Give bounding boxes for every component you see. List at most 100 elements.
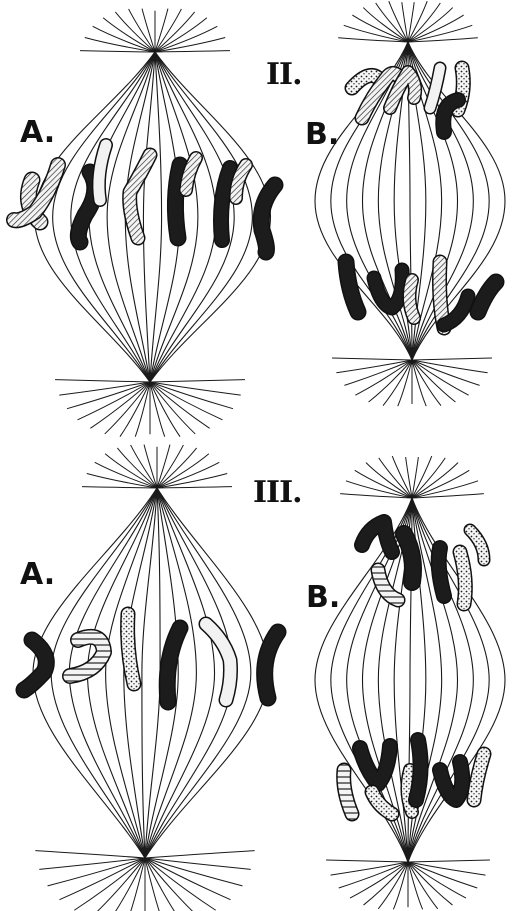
aster-ray <box>109 858 145 911</box>
chromosome-III-B-13 <box>474 754 484 800</box>
aster-ray <box>412 360 441 406</box>
spindle-fibre <box>53 52 155 382</box>
aster-ray <box>393 862 408 909</box>
aster-ray <box>352 15 408 42</box>
aster-ray <box>55 380 150 382</box>
aster-ray <box>157 462 219 488</box>
figure-II-label: II. <box>266 60 302 90</box>
aster-ray <box>150 382 165 437</box>
chromosome-body <box>186 158 196 190</box>
aster-ray <box>80 51 155 52</box>
chromosome-II-A-5 <box>130 155 150 238</box>
chromosome-III-B-5 <box>460 552 465 604</box>
figure-III-label: III. <box>253 478 302 508</box>
chromosome-III-B-3 <box>404 534 413 582</box>
chromosome-body <box>362 522 392 552</box>
chromosome-II-A-9 <box>236 165 246 198</box>
chromosome-II-A-10 <box>261 185 275 252</box>
aster-ray <box>332 358 412 360</box>
aster-ray <box>150 382 210 428</box>
chromosome-II-B-9 <box>409 280 414 318</box>
aster-ray <box>95 462 157 488</box>
aster-ray <box>145 858 251 869</box>
chromosome-III-A-3 <box>128 614 134 684</box>
aster-ray <box>155 26 217 52</box>
aster-II-A-top <box>80 9 230 52</box>
aster-ray <box>378 862 408 909</box>
aster-III-A-bot <box>35 851 254 911</box>
chromosome-II-A-4 <box>99 145 106 200</box>
chromosome-body <box>374 270 402 308</box>
chromosome-III-B-6 <box>470 530 484 560</box>
aster-ray <box>155 51 230 52</box>
aster-ray <box>339 862 408 888</box>
chromosome-body <box>460 552 465 604</box>
aster-ray <box>383 360 412 406</box>
chromosome-II-A-6 <box>175 165 180 238</box>
aster-ray <box>412 360 488 373</box>
figure-II-B-label: B. <box>305 120 339 150</box>
chromosome-II-B-4 <box>430 68 440 108</box>
chromosome-body <box>128 614 134 684</box>
aster-ray <box>35 851 145 858</box>
chromosome-II-A-8 <box>221 168 230 240</box>
aster-ray <box>145 851 255 858</box>
chromosome-III-B-11 <box>416 740 421 800</box>
aster-ray <box>412 358 492 360</box>
spindle-fibre <box>89 52 155 382</box>
chromosome-II-A-7 <box>186 158 196 190</box>
aster-ray <box>135 382 150 437</box>
aster-ray <box>344 360 412 385</box>
aster-ray <box>326 860 408 862</box>
chromosome-body <box>24 640 46 690</box>
aster-III-B-top <box>340 456 484 498</box>
aster-ray <box>82 487 157 488</box>
chromosome-body <box>404 534 413 582</box>
chromosome-body <box>416 740 421 800</box>
chromosome-II-B-12 <box>478 282 496 312</box>
aster-ray <box>145 858 242 886</box>
aster-ray <box>336 360 412 373</box>
aster-ray <box>157 487 232 488</box>
chromosome-body <box>70 637 104 676</box>
aster-ray <box>150 380 245 382</box>
chromosome-body <box>130 155 150 238</box>
aster-ray <box>412 360 480 385</box>
aster-ray <box>408 862 423 909</box>
aster-ray <box>39 858 145 869</box>
chromosome-III-B-4 <box>439 548 444 596</box>
aster-ray <box>145 858 216 910</box>
spindle-fibre <box>145 488 215 858</box>
aster-ray <box>157 473 227 488</box>
chromosome-body <box>409 280 414 318</box>
aster-ray <box>48 858 145 886</box>
chromosome-III-B-2 <box>378 570 398 600</box>
aster-ray <box>408 862 438 909</box>
aster-ray <box>355 470 412 498</box>
aster-ray <box>74 858 145 910</box>
chromosome-body <box>265 632 278 698</box>
chromosome-III-A-2 <box>70 637 104 676</box>
figure-II-A-label: A. <box>20 118 55 148</box>
figure-III-B-label: B. <box>306 583 340 613</box>
aster-ray <box>90 382 150 428</box>
aster-ray <box>412 360 426 406</box>
spindle-II-A <box>35 52 271 382</box>
chromosome-III-B-8 <box>344 770 352 814</box>
spindle-fibre <box>143 52 155 382</box>
chromosome-body <box>439 548 444 596</box>
aster-ray <box>408 860 490 862</box>
aster-ray <box>93 26 155 52</box>
chromosome-III-A-1 <box>24 640 46 690</box>
chromosome-II-B-8 <box>374 270 402 308</box>
aster-ray <box>412 470 469 498</box>
aster-II-B-top <box>338 1 478 42</box>
aster-III-B-bot <box>326 860 490 909</box>
aster-ray <box>85 37 155 52</box>
aster-ray <box>155 37 225 52</box>
aster-II-B-bot <box>332 358 492 406</box>
chromosome-III-A-6 <box>265 632 278 698</box>
aster-ray <box>408 862 477 888</box>
figure-III-A-label: A. <box>20 560 55 590</box>
